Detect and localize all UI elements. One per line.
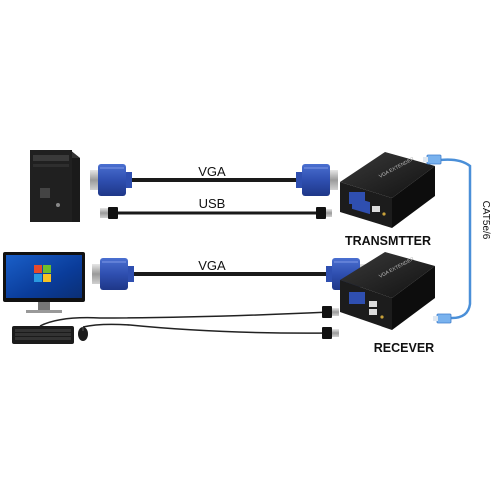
mouse-icon — [78, 327, 88, 341]
usb-cable — [100, 207, 332, 219]
vga-label-top: VGA — [198, 164, 226, 179]
network-cable-label: CAT5e/6 — [480, 201, 491, 240]
keyboard-cord — [39, 311, 331, 327]
vga-cable-bottom — [92, 258, 368, 290]
network-cable — [423, 154, 472, 324]
monitor-icon — [3, 252, 85, 313]
transmitter-label: TRANSMTTER — [345, 234, 431, 248]
vga-label-bottom: VGA — [198, 258, 226, 273]
mouse-cord — [82, 323, 331, 334]
keyboard-icon — [12, 326, 74, 344]
receiver-device: VGA EXTENDER — [340, 252, 435, 330]
usb-plugs-receiver — [322, 306, 339, 339]
windows-logo-icon — [34, 265, 51, 282]
tower-computer-icon — [30, 150, 80, 222]
receiver-label: RECEVER — [374, 341, 434, 355]
usb-label: USB — [199, 196, 226, 211]
vga-cable-top — [90, 164, 338, 196]
transmitter-device: VGA EXTENDER — [340, 152, 435, 228]
